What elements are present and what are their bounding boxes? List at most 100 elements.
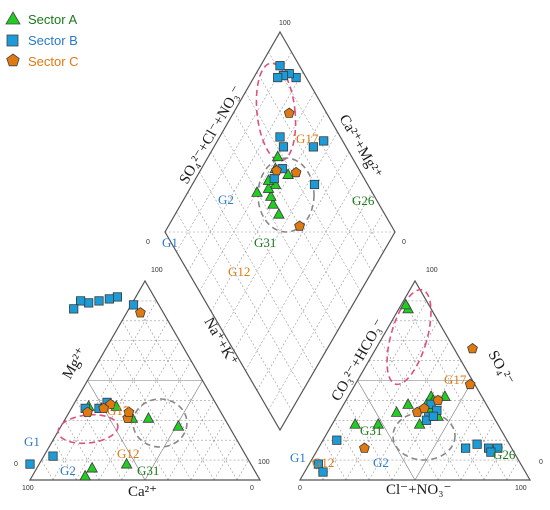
anion-triangle-gridline <box>345 320 439 481</box>
tick-anion-bottom-right: 100 <box>515 485 527 492</box>
cation-point-sector-b <box>69 304 79 314</box>
anion-triangle-gridline <box>460 420 496 481</box>
anion-left-axis-title: CO₃²⁻+HCO₃⁻ <box>329 317 389 404</box>
cation-triangle-gridline <box>41 459 54 481</box>
cation-point-sector-a <box>86 461 98 473</box>
diamond-point-sector-a <box>272 207 285 219</box>
anion-point-sector-c <box>464 378 476 390</box>
cation-point-sector-a <box>172 419 185 431</box>
diamond-point-sector-a <box>282 168 294 179</box>
tick-cation-apex: 100 <box>151 267 163 274</box>
cation-point-sector-c <box>82 406 93 417</box>
cation-triangle-gridline <box>98 340 180 481</box>
anion-label-g17: G17 <box>444 372 467 387</box>
cation-triangle-frame <box>28 279 262 481</box>
cation-triangle-gridline <box>52 300 157 481</box>
anion-triangle-gridline <box>368 360 439 481</box>
cation-point-sector-a <box>142 411 155 423</box>
anion-triangle-gridline <box>391 320 485 481</box>
cation-point-sector-b <box>128 300 139 310</box>
tick-cation-bottom-right: 0 <box>250 485 254 492</box>
diamond-point-sector-c <box>294 220 305 231</box>
diamond-point-sector-b <box>278 142 289 152</box>
diamond-point-sector-c <box>283 107 295 118</box>
data-points <box>25 61 503 481</box>
diamond-point-sector-b <box>319 136 329 146</box>
tick-diamond-top: 100 <box>279 20 291 27</box>
legend-label-sector-b: Sector B <box>28 33 78 48</box>
anion-label-g1: G1 <box>290 450 306 465</box>
cation-label-g1: G1 <box>24 434 40 449</box>
legend-marker-sector-c <box>6 53 20 67</box>
legend-label-sector-c: Sector C <box>28 54 79 69</box>
tick-diamond-left: 0 <box>146 239 150 246</box>
anion-point-sector-a <box>372 417 385 429</box>
diamond-point-sector-b <box>275 132 285 142</box>
anion-point-sector-c <box>359 442 370 453</box>
cation-label-g12: G12 <box>117 446 139 461</box>
anion-point-sector-a <box>390 406 403 417</box>
tick-anion-apex: 100 <box>426 267 438 274</box>
legend-label-sector-a: Sector A <box>28 12 77 27</box>
legend-marker-sector-a <box>5 11 21 25</box>
diamond-point-sector-c <box>290 166 302 178</box>
anion-point-sector-b <box>332 435 342 445</box>
anion-point-sector-c <box>467 343 478 354</box>
tick-cation-bottom-left: 100 <box>22 485 34 492</box>
anion-triangle-gridline <box>368 340 450 481</box>
anion-point-sector-b <box>318 467 328 477</box>
diamond-label-g12: G12 <box>228 264 250 279</box>
cation-triangle-gridline <box>236 459 249 481</box>
diamond-gridline <box>268 51 384 252</box>
anion-label-g31: G31 <box>360 423 382 438</box>
cation-triangle-gridline <box>110 340 192 481</box>
point-labels: G17 G2 G1 G12 G31 G26 G1 G2 G17 G12 G31 … <box>24 131 516 478</box>
diamond-point-sector-b <box>308 142 318 152</box>
anion-label-g12: G12 <box>312 455 334 470</box>
cation-point-sector-b <box>112 292 122 302</box>
anion-point-sector-b <box>472 439 482 449</box>
diamond-left-axis-title: SO₄²⁻+Cl⁻+NO₃⁻ <box>177 83 246 187</box>
anion-cluster-sector-a <box>392 411 456 461</box>
diamond-point-sector-b <box>273 72 283 83</box>
cation-left-axis-title: Mg²⁺ <box>60 345 90 382</box>
anion-point-sector-b <box>428 411 439 421</box>
axis-titles: SO₄²⁻+Cl⁻+NO₃⁻ Ca²⁺+Mg²⁺ Mg²⁺ Na⁺+K⁺ Ca²… <box>60 83 517 500</box>
anion-label-g26: G26 <box>493 447 516 462</box>
diamond-point-sector-a <box>251 186 263 197</box>
tick-anion-bottom-left: 0 <box>298 485 302 492</box>
diamond-label-g17: G17 <box>296 131 319 146</box>
anion-bottom-axis-title: Cl⁻+NO₃⁻ <box>386 482 451 498</box>
anion-triangle-gridline <box>322 300 427 481</box>
diamond-point-sector-a <box>271 150 284 162</box>
diamond-point-sector-b <box>275 61 285 71</box>
anion-label-g2: G2 <box>373 455 389 470</box>
diamond-label-g26: G26 <box>352 193 375 208</box>
diamond-grid <box>164 30 396 432</box>
cation-point-sector-b <box>84 298 94 308</box>
anion-triangle-gridline <box>414 380 473 481</box>
anion-point-sector-c <box>432 394 444 406</box>
anion-cluster-sector-b <box>386 288 432 386</box>
cation-triangle-gridline <box>64 420 100 481</box>
diamond-gridline <box>176 51 292 252</box>
diamond-point-sector-b <box>309 179 320 190</box>
anion-triangle-gridline <box>506 459 519 481</box>
cation-label-g31: G31 <box>137 463 159 478</box>
anion-point-sector-b <box>486 447 496 457</box>
cation-point-sector-b <box>76 296 86 306</box>
anion-point-sector-a <box>399 298 412 310</box>
cation-bottom-axis-title: Ca²⁺ <box>128 484 157 500</box>
cation-point-sector-c <box>123 406 135 417</box>
tick-anion-right-low: 0 <box>539 459 543 466</box>
cation-cluster-sector-b <box>57 413 119 445</box>
cation-point-sector-a <box>120 457 133 469</box>
anion-point-sector-b <box>460 443 471 453</box>
tick-diamond-right: 0 <box>402 239 406 246</box>
cation-point-sector-a <box>79 469 92 481</box>
diamond-point-sector-a <box>264 190 277 201</box>
cation-triangle-gridline <box>133 300 238 481</box>
cation-point-sector-c <box>98 402 109 414</box>
diamond-label-g1: G1 <box>162 235 178 250</box>
